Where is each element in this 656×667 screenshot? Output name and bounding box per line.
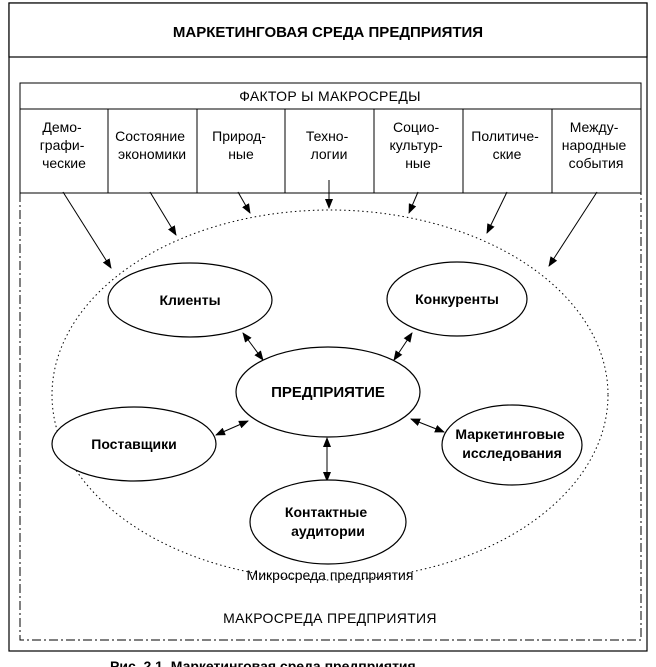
figure-caption: Рис. 2.1. Маркетинговая среда предприяти… [110, 658, 416, 667]
factor-technology: Техно- логии [306, 128, 352, 162]
node-enterprise-label: ПРЕДПРИЯТИЕ [271, 384, 385, 401]
factor-economy: Состояние экономики [115, 128, 189, 162]
node-research-shape [441, 404, 583, 486]
node-suppliers-shape [51, 406, 217, 482]
node-competitors-label: Конкуренты [415, 291, 499, 307]
macro-influence-arrows [62, 180, 598, 269]
node-competitors[interactable]: Конкуренты [386, 261, 528, 337]
arrow-international [548, 191, 598, 267]
diagram-title: МАРКЕТИНГОВАЯ СРЕДА ПРЕДПРИЯТИЯ [173, 24, 483, 41]
macro-environment-boundary [19, 193, 642, 641]
macro-factors-header: ФАКТОР Ы МАКРОСРЕДЫ [239, 88, 421, 104]
macro-environment-label: МАКРОСРЕДА ПРЕДПРИЯТИЯ [223, 610, 437, 626]
node-enterprise[interactable]: ПРЕДПРИЯТИЕ [235, 346, 421, 438]
link-research [410, 418, 445, 433]
factor-row: Демо- графи- ческие Состояние экономики … [19, 108, 642, 194]
factor-political: Политиче- ские [471, 128, 542, 162]
node-clients[interactable]: Клиенты [107, 262, 273, 338]
factor-natural: Природ- ные [212, 128, 270, 162]
macro-factors-header-box [19, 82, 642, 110]
node-suppliers[interactable]: Поставщики [51, 406, 217, 482]
link-clients [242, 332, 264, 361]
node-research-label: Маркетинговые исследования [455, 426, 568, 461]
node-clients-label: Клиенты [159, 292, 220, 308]
link-suppliers [215, 420, 249, 436]
title-band [8, 2, 648, 58]
micro-environment-label: Микросреда предприятия [247, 567, 414, 583]
node-competitors-shape [386, 261, 528, 337]
node-research[interactable]: Маркетинговые исследования [441, 404, 583, 486]
micro-links [215, 332, 445, 482]
node-suppliers-label: Поставщики [91, 436, 177, 452]
node-audiences-shape [249, 479, 407, 565]
factor-row-box [19, 108, 642, 194]
factor-international: Между- народные события [562, 119, 630, 171]
node-audiences[interactable]: Контактные аудитории [249, 479, 407, 565]
node-clients-shape [107, 262, 273, 338]
arrow-economy [149, 191, 177, 236]
node-enterprise-shape [235, 346, 421, 438]
factor-sociocultural: Социо- культур- ные [389, 119, 446, 171]
arrow-sociocultural [408, 191, 419, 214]
arrow-demographic [62, 191, 112, 269]
factor-demographic: Демо- графи- ческие [40, 119, 89, 171]
micro-environment-boundary [51, 209, 609, 581]
arrow-political [486, 191, 508, 234]
arrow-natural [237, 191, 251, 214]
node-audiences-label: Контактные аудитории [285, 504, 371, 539]
link-competitors [393, 332, 413, 361]
